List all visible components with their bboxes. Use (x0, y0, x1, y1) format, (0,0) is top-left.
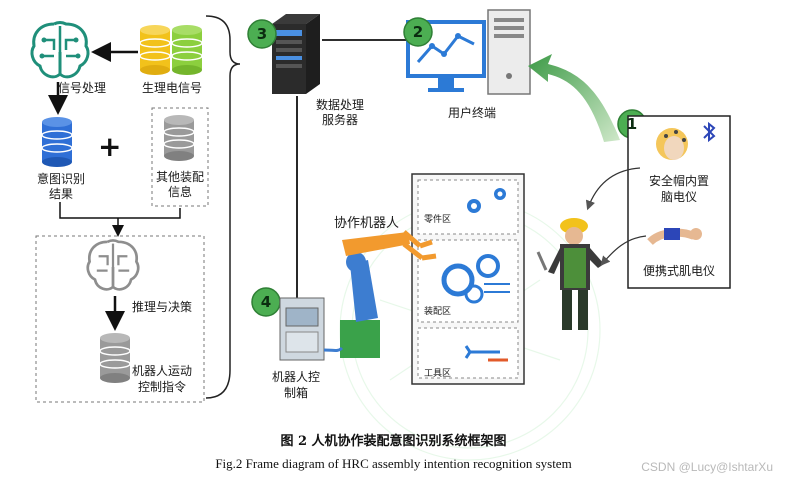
brain-circuit-icon (30, 21, 90, 79)
brain-circuit-icon (86, 239, 140, 291)
merge-connector (59, 202, 181, 234)
label-zone-assembly: 装配区 (424, 307, 452, 317)
feedback-arrow (528, 54, 620, 142)
label-server-2: 服务器 (322, 113, 359, 127)
link-eeg-worker (585, 167, 641, 211)
plus-sign: + (98, 130, 122, 163)
database-icon (41, 117, 73, 167)
badge-2 (403, 17, 433, 47)
label-other-info-1: 其他装配 (155, 170, 204, 184)
label-zone-parts: 零件区 (424, 215, 452, 225)
worker-icon (536, 218, 604, 330)
caption-chinese: 图 2 人机协作装配意图识别系统框架图 (280, 434, 507, 449)
label-cobot: 协作机器人 (334, 216, 400, 231)
badge-4-number: 4 (260, 293, 272, 311)
grouping-brace (205, 15, 241, 399)
caption-english: Fig.2 Frame diagram of HRC assembly inte… (215, 456, 572, 471)
badge-3-number: 3 (256, 25, 268, 43)
label-intent-result-2: 结果 (48, 187, 73, 201)
label-controller-2: 制箱 (284, 386, 309, 400)
label-bio-signal: 生理电信号 (142, 81, 203, 95)
bluetooth-icon (703, 121, 716, 143)
label-server-1: 数据处理 (316, 98, 365, 112)
label-user-terminal: 用户终端 (448, 106, 497, 120)
gear-icon (441, 254, 510, 304)
label-reasoning: 推理与决策 (132, 300, 193, 314)
database-icon (139, 25, 171, 75)
robot-arm-icon (340, 230, 437, 358)
label-robot-cmd-2: 控制指令 (138, 380, 187, 394)
label-signal-processing: 信号处理 (58, 81, 107, 95)
label-helmet-eeg-2: 脑电仪 (660, 190, 697, 204)
label-robot-cmd-1: 机器人运动 (132, 364, 193, 378)
emg-band-icon (647, 228, 702, 246)
control-cabinet-icon (279, 297, 344, 361)
badge-1-number: 1 (626, 115, 638, 133)
helmet-eeg-icon (656, 128, 688, 160)
database-icon (99, 333, 131, 383)
gear-icon (467, 188, 506, 213)
server-tower-icon (272, 14, 320, 94)
database-icon (171, 25, 203, 75)
label-portable-emg: 便携式肌电仪 (642, 264, 715, 278)
label-controller-1: 机器人控 (272, 370, 321, 384)
label-zone-tools: 工具区 (424, 369, 452, 379)
link-emg-worker (600, 235, 647, 266)
badge-2-number: 2 (412, 23, 424, 41)
badge-3 (247, 19, 277, 49)
tools-icon (464, 345, 508, 362)
label-intent-result-1: 意图识别 (36, 172, 85, 186)
intent-input-box (151, 107, 209, 207)
label-helmet-eeg-1: 安全帽内置 (648, 174, 709, 188)
watermark-text: CSDN @Lucy@IshtarXu (641, 460, 773, 474)
pc-tower-icon (487, 9, 531, 95)
database-icon (163, 115, 195, 161)
label-other-info-2: 信息 (167, 185, 192, 199)
